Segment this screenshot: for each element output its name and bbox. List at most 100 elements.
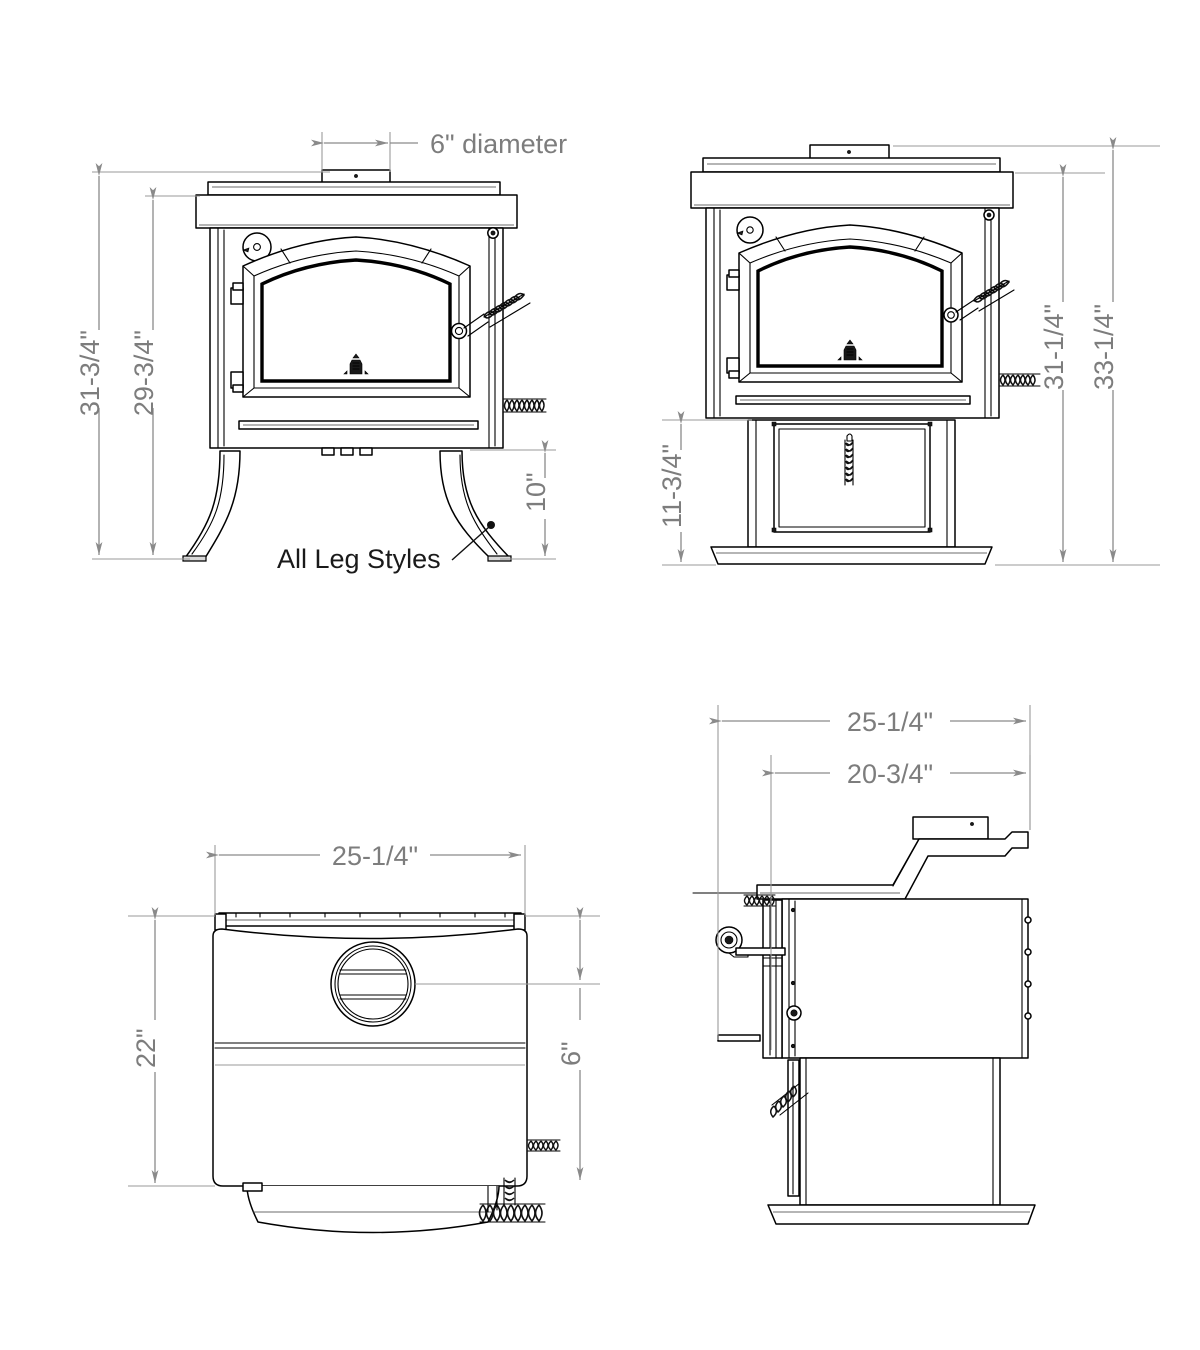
dim-label-plan-width: 25-1/4" xyxy=(332,841,418,871)
side-door-edge-lines xyxy=(769,899,777,1059)
flue-collar-side xyxy=(912,816,989,840)
stove-top-plan-geometry xyxy=(212,912,561,1234)
door-glass-2 xyxy=(756,245,944,368)
dim-label-flue-diameter: 6" diameter xyxy=(430,129,567,159)
front-left-bracket xyxy=(242,1182,263,1192)
flue-collar-rivet xyxy=(354,174,358,178)
door-arch-splits-2 xyxy=(775,236,925,252)
stove-top-plate-2 xyxy=(690,171,1014,209)
leg-right-foot xyxy=(487,555,512,562)
door-hinge-top-cap xyxy=(232,282,244,291)
plan-handle-coil-right[interactable] xyxy=(527,1139,561,1152)
air-control-center xyxy=(253,243,261,251)
view-side: 25-1/4" 20-3/4" xyxy=(692,705,1036,1225)
dim-plan-width: 25-1/4" xyxy=(206,841,526,915)
door-hinge-bottom-cap-2 xyxy=(728,370,740,379)
dim-label-body-top-height-pedestal: 31-1/4" xyxy=(1039,304,1069,390)
side-fastener-4 xyxy=(1024,1012,1032,1020)
side-handle-coil-top[interactable] xyxy=(743,894,776,907)
stove-front-leg-geometry xyxy=(182,169,547,562)
dim-side-overall-depth: 25-1/4" xyxy=(709,705,1031,1040)
side-door-latch-hole xyxy=(790,1009,798,1017)
dim-plan-depth: 22" xyxy=(128,907,215,1187)
leg-right-inner xyxy=(459,454,498,555)
base-front-curve xyxy=(246,1185,500,1234)
flue-collar-rivet-side xyxy=(970,822,974,826)
lower-handle-coil[interactable] xyxy=(503,398,547,413)
dim-body-top-height-leg: 29-3/4" xyxy=(129,187,200,560)
dim-side-body-depth: 20-3/4" xyxy=(762,755,1031,1050)
flue-opening-inner xyxy=(337,948,409,1020)
flue-opening-outer xyxy=(330,941,416,1027)
brand-logo-badge xyxy=(343,353,369,375)
side-top-step xyxy=(892,840,919,887)
side-pedestal-handle-coil[interactable] xyxy=(770,1082,809,1119)
leader-dot-leg xyxy=(487,521,495,529)
leg-left-inner xyxy=(191,454,225,555)
dim-label-side-body-depth: 20-3/4" xyxy=(847,759,933,789)
door-latch-pivot-2[interactable] xyxy=(943,307,959,323)
plan-handle-coil-front[interactable] xyxy=(478,1203,546,1223)
side-rivet-2 xyxy=(790,980,796,986)
view-front-leg: 6" diameter 31-3/4" 29-3/4" 10" xyxy=(75,129,567,574)
stove-front-pedestal-geometry xyxy=(690,144,1041,565)
flue-opening-mid xyxy=(334,945,412,1023)
door-latch-pivot[interactable] xyxy=(450,322,468,340)
view-front-pedestal: 11-3/4" 31-1/4" 33-1/4" xyxy=(657,137,1160,566)
left-pilaster-2 xyxy=(713,207,721,419)
door-glass xyxy=(260,258,452,383)
air-control-center-2 xyxy=(746,226,754,234)
dim-plan-flue-offset: 6" xyxy=(415,907,600,1180)
pedestal-base-plate xyxy=(710,546,993,565)
side-pedestal xyxy=(799,1057,1001,1206)
air-control-pointer-2 xyxy=(736,230,744,236)
dim-label-plan-flue-offset: 6" xyxy=(556,1041,586,1066)
door-chamfers xyxy=(242,265,471,398)
side-base-plate xyxy=(767,1204,1036,1225)
dim-label-overall-height-leg: 31-3/4" xyxy=(75,330,105,416)
side-front-pilaster xyxy=(788,898,796,1059)
dim-label-pedestal-height: 11-3/4" xyxy=(657,444,687,528)
flue-collar-rivet-2 xyxy=(847,150,851,154)
side-fastener-3 xyxy=(1024,980,1032,988)
under-body-air-tabs xyxy=(321,447,373,456)
side-fastener-1 xyxy=(1024,916,1032,924)
top-seam-upper xyxy=(214,1042,526,1049)
stove-top-outline xyxy=(212,928,528,1187)
side-pedestal-lines xyxy=(805,1057,994,1206)
door-hinge-bottom-cap xyxy=(232,384,244,393)
door-hinge-top-cap-2 xyxy=(728,269,740,278)
pedestal-handle-coil[interactable] xyxy=(844,433,854,486)
left-pilaster xyxy=(217,227,225,449)
door-latch-pivot-hole-2 xyxy=(947,311,955,319)
dim-flue-diameter: 6" diameter xyxy=(311,129,567,172)
pedestal-ash-door-inner xyxy=(778,428,926,528)
plan-handle-coil-vertical[interactable] xyxy=(503,1177,516,1206)
side-latch-knob[interactable] xyxy=(715,926,786,958)
air-control-pointer xyxy=(242,247,250,253)
brand-logo-badge-2 xyxy=(837,339,863,361)
door-handle-coil[interactable] xyxy=(463,292,531,337)
lower-handle-coil-2[interactable] xyxy=(999,373,1041,387)
door-handle-coil-2[interactable] xyxy=(955,279,1015,321)
air-control-dial-2[interactable] xyxy=(736,216,764,244)
rear-rail xyxy=(218,912,522,927)
view-top-plan: 25-1/4" 22" 6" xyxy=(128,841,600,1234)
door-inner-bevel-2 xyxy=(749,238,952,374)
stove-side-geometry xyxy=(692,816,1036,1225)
door-latch-pivot-hole xyxy=(454,326,464,336)
side-body xyxy=(781,898,1029,1059)
rail-bracket-right xyxy=(513,913,526,931)
dim-label-overall-height-pedestal: 33-1/4" xyxy=(1089,304,1119,390)
right-pilaster-2 xyxy=(984,207,992,419)
dim-leg-height: 10" xyxy=(470,440,556,560)
door-inner-bevel xyxy=(253,250,460,389)
dim-pedestal-height: 11-3/4" xyxy=(657,411,752,566)
side-rivet-1 xyxy=(790,907,796,913)
right-pilaster xyxy=(488,227,496,449)
note-label-all-leg-styles: All Leg Styles xyxy=(277,544,441,574)
dim-overall-height-pedestal: 33-1/4" xyxy=(893,137,1160,566)
stove-top-plate xyxy=(195,194,518,229)
side-fastener-2 xyxy=(1024,948,1032,956)
